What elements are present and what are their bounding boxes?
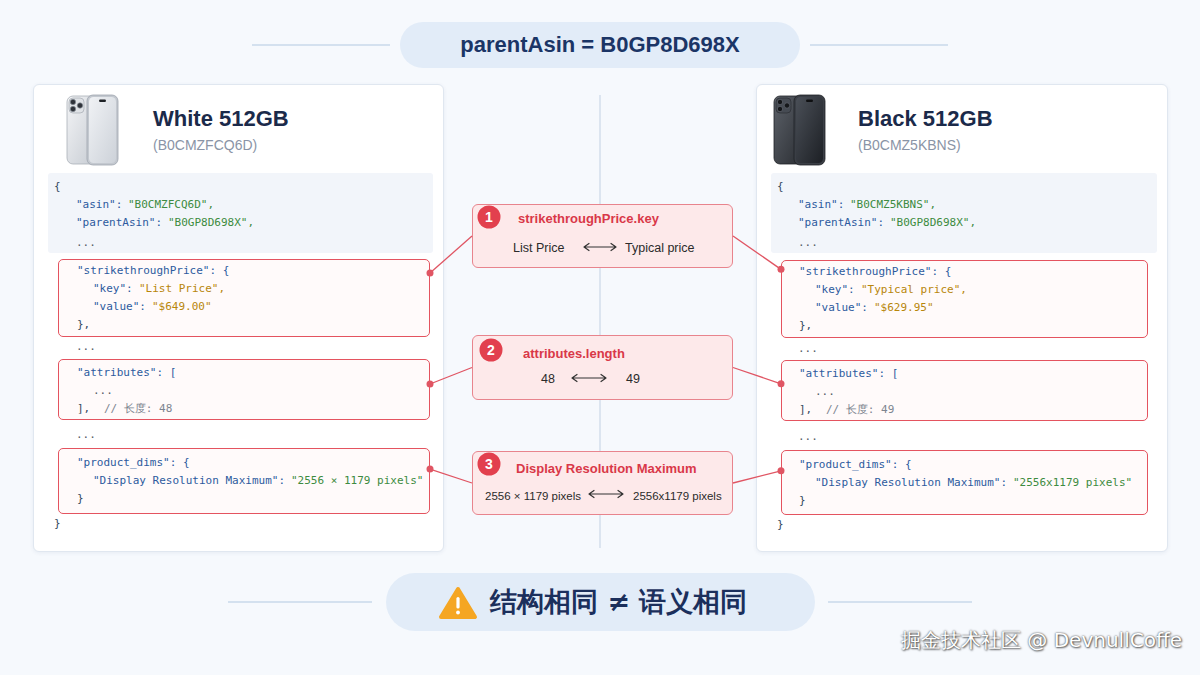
code-key: "parentAsin": bbox=[798, 215, 884, 231]
diff-value: Typical price bbox=[625, 240, 694, 256]
code-key: "asin": bbox=[76, 197, 122, 213]
diff-value: 2556 × 1179 pixels bbox=[485, 488, 581, 504]
code-key: "product_dims": { bbox=[77, 455, 190, 471]
number-badge: 3 bbox=[477, 452, 501, 476]
diff-callout: attributes.length 48 49 2 bbox=[472, 335, 733, 400]
watermark: 掘金技术社区 @ DevnullCoffe bbox=[901, 628, 1182, 652]
code-token: } bbox=[777, 517, 784, 533]
callout-number: 2 bbox=[479, 338, 503, 362]
code-comment: // 长度: 49 bbox=[826, 402, 894, 418]
diff-callout: Display Resolution Maximum 2556 × 1179 pi… bbox=[472, 451, 733, 515]
caption-rule bbox=[828, 601, 972, 603]
diff-callout: strikethroughPrice.keyList Price Typical … bbox=[472, 204, 733, 268]
code-token: } bbox=[77, 491, 84, 507]
caption-pill: 结构相同 ≠ 语义相同 bbox=[386, 573, 815, 631]
code-ellipsis: ... bbox=[798, 429, 818, 445]
asin-label: (B0CMZFCQ6D) bbox=[153, 136, 257, 154]
code-ellipsis: ... bbox=[798, 341, 818, 357]
code-ellipsis: ... bbox=[76, 427, 96, 443]
code-value: "B0GP8D698X", bbox=[890, 215, 976, 231]
code-token: ], bbox=[77, 401, 90, 417]
code-key: "Display Resolution Maximum": bbox=[93, 473, 285, 489]
code-key: "key": bbox=[815, 282, 855, 298]
code-ellipsis: ... bbox=[798, 235, 818, 251]
code-token: }, bbox=[799, 318, 812, 334]
code-value: "B0CMZFCQ6D", bbox=[128, 197, 214, 213]
title-pill: parentAsin = B0GP8D698X bbox=[400, 22, 800, 68]
diff-value: 2556x1179 pixels bbox=[633, 488, 722, 504]
highlight-box: "strikethroughPrice": { "key": "List Price… bbox=[58, 259, 430, 337]
code-ellipsis: ... bbox=[76, 339, 96, 355]
badge-disc bbox=[478, 453, 501, 476]
product-card: White 512GB (B0CMZFCQ6D) { "asin": "B0CMZFCQ… bbox=[33, 84, 444, 552]
code-key: "parentAsin": bbox=[76, 215, 162, 231]
code-comment: // 长度: 48 bbox=[104, 401, 172, 417]
code-token: { bbox=[777, 179, 784, 195]
code-value: "B0CMZ5KBNS", bbox=[850, 197, 936, 213]
code-token: ], bbox=[799, 402, 812, 418]
code-ellipsis: ... bbox=[93, 383, 113, 399]
code-key: "strikethroughPrice": { bbox=[799, 264, 951, 280]
page-title: parentAsin = B0GP8D698X bbox=[460, 22, 739, 68]
diff-field: Display Resolution Maximum bbox=[516, 461, 697, 477]
product-card: Black 512GB (B0CMZ5KBNS) { "asin": "B0CMZ5KB… bbox=[756, 84, 1168, 552]
code-value: "$629.95" bbox=[874, 300, 934, 316]
code-value: "B0GP8D698X", bbox=[168, 215, 254, 231]
code-key: "product_dims": { bbox=[799, 457, 912, 473]
warning-bar bbox=[456, 597, 459, 609]
code-key: "asin": bbox=[798, 197, 844, 213]
diff-value: List Price bbox=[513, 240, 564, 256]
highlight-box: "product_dims": { "Display Resolution Max… bbox=[781, 450, 1148, 515]
code-key: "attributes": [ bbox=[799, 366, 898, 382]
code-token: { bbox=[54, 179, 61, 195]
diff-field: attributes.length bbox=[523, 346, 625, 362]
warning-icon bbox=[441, 589, 475, 617]
code-key: "strikethroughPrice": { bbox=[77, 263, 229, 279]
asin-label: (B0CMZ5KBNS) bbox=[858, 136, 961, 154]
code-token: } bbox=[799, 493, 806, 509]
number-badge: 2 bbox=[479, 338, 503, 362]
code-ellipsis: ... bbox=[815, 384, 835, 400]
diff-value: 48 bbox=[541, 371, 555, 387]
code-value: "List Price", bbox=[139, 281, 225, 297]
code-key: "key": bbox=[93, 281, 133, 297]
code-background bbox=[771, 173, 1157, 253]
code-token: } bbox=[54, 516, 61, 532]
code-key: "Display Resolution Maximum": bbox=[815, 475, 1007, 491]
code-value: "$649.00" bbox=[152, 299, 212, 315]
code-value: "2556 × 1179 pixels" bbox=[291, 473, 423, 489]
badge-disc bbox=[478, 206, 501, 229]
code-background bbox=[48, 173, 433, 253]
code-key: "attributes": [ bbox=[77, 365, 176, 381]
highlight-box: "product_dims": { "Display Resolution Max… bbox=[58, 448, 430, 514]
product-name: White 512GB bbox=[153, 106, 289, 132]
code-key: "value": bbox=[815, 300, 868, 316]
number-badge: 1 bbox=[477, 205, 501, 229]
code-value: "Typical price", bbox=[861, 282, 967, 298]
callout-number: 1 bbox=[477, 205, 501, 229]
product-name: Black 512GB bbox=[858, 106, 993, 132]
code-ellipsis: ... bbox=[76, 235, 96, 251]
title-rule bbox=[810, 44, 948, 46]
caption-text: 结构相同 ≠ 语义相同 bbox=[490, 573, 747, 631]
caption-rule bbox=[228, 601, 372, 603]
highlight-box: "attributes": [...], // 长度: 48 bbox=[58, 359, 430, 420]
highlight-box: "attributes": [...], // 长度: 49 bbox=[781, 360, 1148, 421]
code-key: "value": bbox=[93, 299, 146, 315]
code-value: "2556x1179 pixels" bbox=[1013, 475, 1132, 491]
code-token: }, bbox=[77, 317, 90, 333]
title-rule bbox=[252, 44, 390, 46]
badge-disc bbox=[480, 339, 503, 362]
warning-dot bbox=[456, 611, 460, 615]
highlight-box: "strikethroughPrice": { "key": "Typical pr… bbox=[781, 260, 1148, 338]
callout-number: 3 bbox=[477, 452, 501, 476]
diff-value: 49 bbox=[626, 371, 640, 387]
diff-field: strikethroughPrice.key bbox=[518, 211, 659, 227]
warning-triangle bbox=[441, 589, 475, 617]
